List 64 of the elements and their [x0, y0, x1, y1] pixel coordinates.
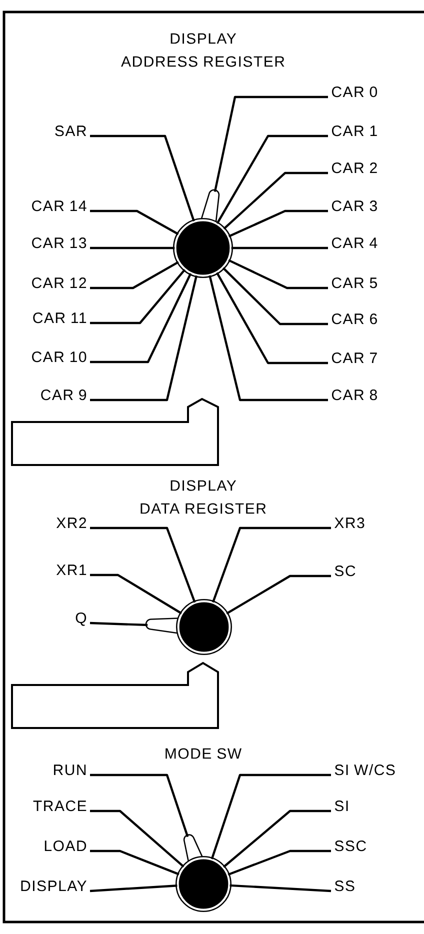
position-label: SAR — [55, 126, 86, 136]
leader-line — [90, 774, 189, 838]
section-heading: MODE SW — [166, 748, 242, 759]
leader-line — [228, 259, 328, 290]
position-label: CAR 0 — [332, 86, 378, 98]
leader-line — [90, 622, 148, 626]
position-label: XR1 — [56, 564, 86, 575]
position-label: SSC — [334, 840, 366, 852]
position-label: CAR 5 — [332, 278, 377, 288]
position-label: SI — [334, 800, 348, 812]
position-label: CAR 3 — [332, 200, 377, 212]
position-label: CAR 1 — [332, 126, 377, 136]
position-label: SS — [334, 880, 354, 892]
rotary-knob — [176, 834, 232, 912]
position-label: CAR 2 — [332, 162, 377, 174]
position-label: CAR 10 — [32, 352, 86, 362]
leader-line — [90, 261, 179, 290]
leader-line — [212, 526, 331, 603]
position-label: CAR 13 — [32, 238, 86, 248]
position-label: XR3 — [334, 518, 364, 528]
leader-line — [216, 272, 328, 364]
position-label: CAR 14 — [32, 200, 86, 212]
leader-line — [214, 96, 328, 192]
leader-line — [226, 574, 331, 615]
leader-line — [230, 884, 332, 892]
leader-line — [90, 884, 178, 892]
position-label: CAR 11 — [33, 312, 86, 324]
position-label: CAR 8 — [332, 390, 377, 400]
section-heading: DISPLAY DATA REGISTER — [140, 480, 266, 514]
rotary-knob — [145, 599, 232, 655]
position-label: TRACE — [33, 800, 86, 812]
leader-line — [216, 134, 328, 224]
leader-line — [90, 574, 182, 614]
position-label: XR2 — [56, 518, 86, 528]
position-label: SC — [334, 566, 356, 576]
leader-line — [208, 275, 328, 402]
position-label: SI W/CS — [334, 764, 395, 776]
position-label: RUN — [54, 764, 86, 776]
leader-line — [231, 246, 328, 250]
leader-line — [223, 172, 328, 230]
position-label: CAR 12 — [32, 278, 86, 288]
section-heading: DISPLAY ADDRESS REGISTER — [121, 33, 284, 67]
leader-line — [90, 210, 179, 236]
leader-line — [222, 810, 331, 868]
leader-line — [90, 526, 196, 603]
position-label: CAR 7 — [332, 352, 377, 364]
position-label: LOAD — [44, 840, 86, 852]
position-label: CAR 6 — [332, 314, 377, 324]
position-label: Q — [76, 612, 86, 626]
leader-line — [228, 850, 331, 876]
leader-line — [90, 246, 175, 250]
leader-line — [90, 134, 195, 222]
leader-line — [90, 275, 198, 402]
leader-line — [90, 273, 192, 364]
position-label: DISPLAY — [21, 880, 86, 892]
leader-line — [90, 850, 180, 876]
leader-line — [210, 774, 331, 860]
leader-line — [90, 269, 186, 324]
position-label: CAR 9 — [41, 390, 86, 400]
leader-line — [222, 267, 328, 326]
position-label: CAR 4 — [332, 238, 378, 248]
leader-line — [90, 810, 184, 868]
leader-line — [228, 210, 328, 238]
rotary-knob — [173, 189, 233, 278]
